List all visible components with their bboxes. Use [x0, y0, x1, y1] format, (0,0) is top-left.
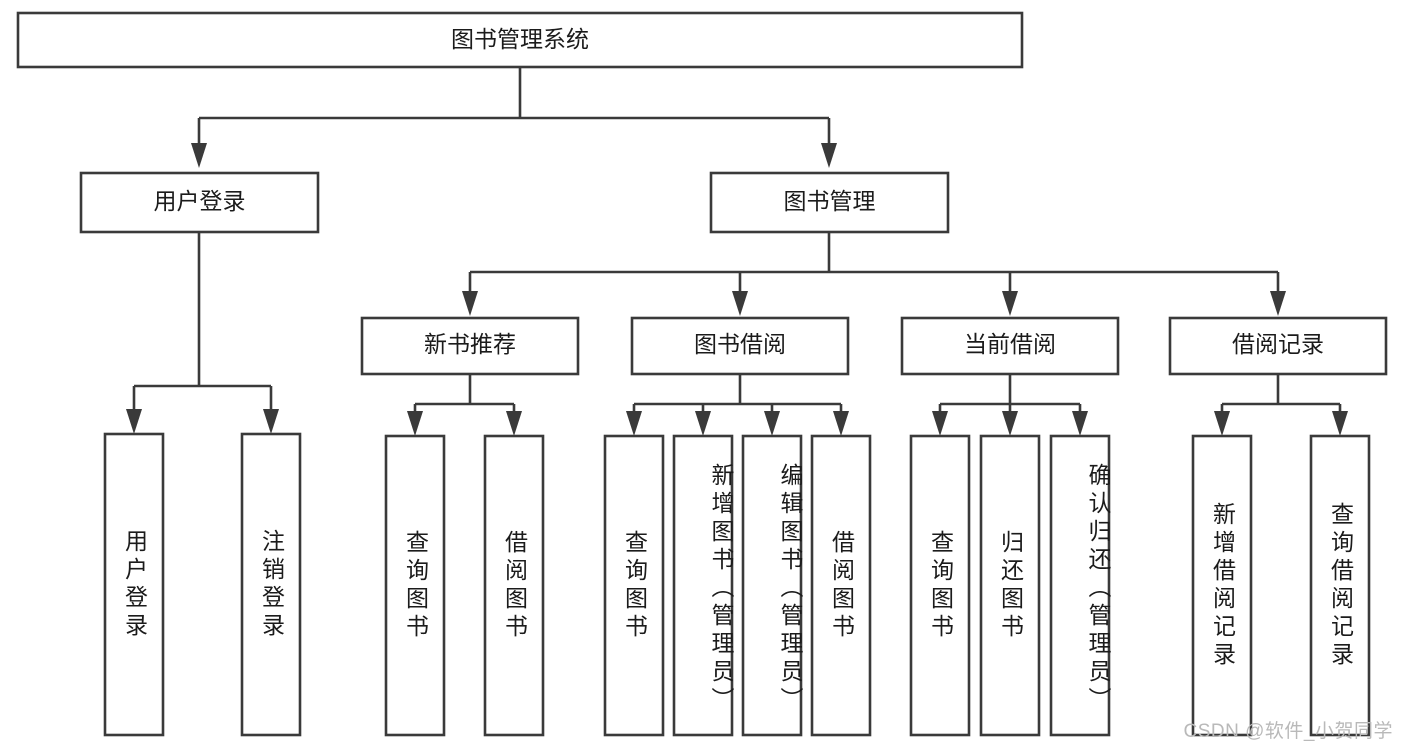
- leaf-box-book-borrow-0[interactable]: [603, 434, 665, 737]
- node-new-book-rec-label: 新书推荐: [424, 331, 516, 357]
- arrow-book-borrow-leaf-3: [833, 411, 849, 436]
- leaf-box-borrow-record-1[interactable]: [1309, 434, 1371, 737]
- node-user-login-label: 用户登录: [154, 188, 246, 214]
- connectors: [126, 67, 1348, 436]
- node-borrow-record-box[interactable]: [1168, 316, 1388, 376]
- node-borrow-record-label: 借阅记录: [1232, 331, 1324, 357]
- node-user-login[interactable]: 用户登录: [79, 171, 320, 234]
- node-book-manage-label: 图书管理: [784, 188, 876, 214]
- node-book-manage-box[interactable]: [709, 171, 950, 234]
- arrow-book-borrow-leaf-0: [626, 411, 642, 436]
- leaf-box-current-borrow-1[interactable]: [979, 434, 1041, 737]
- node-root-label: 图书管理系统: [451, 26, 589, 52]
- leaf-box-new-book-rec-1[interactable]: [483, 434, 545, 737]
- node-book-borrow[interactable]: 图书借阅: [630, 316, 850, 376]
- node-new-book-rec-box[interactable]: [360, 316, 580, 376]
- arrow-current-borrow-leaf-2: [1072, 411, 1088, 436]
- leaf-box-current-borrow-2[interactable]: [1049, 434, 1111, 737]
- node-current-borrow-box[interactable]: [900, 316, 1120, 376]
- csdn-watermark: CSDN @软件_小贺同学: [1183, 721, 1393, 742]
- arrow-borrow-record-leaf-0: [1214, 411, 1230, 436]
- arrow-book-borrow-leaf-1: [695, 411, 711, 436]
- leaf-box-current-borrow-0[interactable]: [909, 434, 971, 737]
- arrow-user-login-leaf-1: [263, 409, 279, 434]
- arrow-borrow-record-leaf-1: [1332, 411, 1348, 436]
- arrow-current-borrow-leaf-0: [932, 411, 948, 436]
- node-borrow-record[interactable]: 借阅记录: [1168, 316, 1388, 376]
- node-book-borrow-label: 图书借阅: [694, 331, 786, 357]
- arrow-current-borrow-leaf-1: [1002, 411, 1018, 436]
- arrow-to-user-login: [191, 143, 207, 168]
- arrow-new-book-rec-leaf-0: [407, 411, 423, 436]
- leaf-boxes: [103, 432, 1371, 737]
- arrow-user-login-leaf-0: [126, 409, 142, 434]
- arrow-to-new-book-rec: [462, 291, 478, 316]
- arrow-to-current-borrow: [1002, 291, 1018, 316]
- leaf-box-book-borrow-2[interactable]: [741, 434, 803, 737]
- arrow-book-borrow-leaf-2: [764, 411, 780, 436]
- node-root-box[interactable]: [16, 11, 1024, 69]
- node-root[interactable]: 图书管理系统: [16, 11, 1024, 69]
- leaf-box-new-book-rec-0[interactable]: [384, 434, 446, 737]
- node-book-manage[interactable]: 图书管理: [709, 171, 950, 234]
- leaf-box-user-login-0[interactable]: [103, 432, 165, 737]
- arrow-to-borrow-record: [1270, 291, 1286, 316]
- node-book-borrow-box[interactable]: [630, 316, 850, 376]
- node-current-borrow[interactable]: 当前借阅: [900, 316, 1120, 376]
- arrow-to-book-borrow: [732, 291, 748, 316]
- leaf-box-user-login-1[interactable]: [240, 432, 302, 737]
- node-user-login-box[interactable]: [79, 171, 320, 234]
- node-current-borrow-label: 当前借阅: [964, 331, 1056, 357]
- leaf-box-borrow-record-0[interactable]: [1191, 434, 1253, 737]
- arrow-to-book-manage: [821, 143, 837, 168]
- leaf-box-book-borrow-1[interactable]: [672, 434, 734, 737]
- leaf-box-book-borrow-3[interactable]: [810, 434, 872, 737]
- node-new-book-rec[interactable]: 新书推荐: [360, 316, 580, 376]
- arrow-new-book-rec-leaf-1: [506, 411, 522, 436]
